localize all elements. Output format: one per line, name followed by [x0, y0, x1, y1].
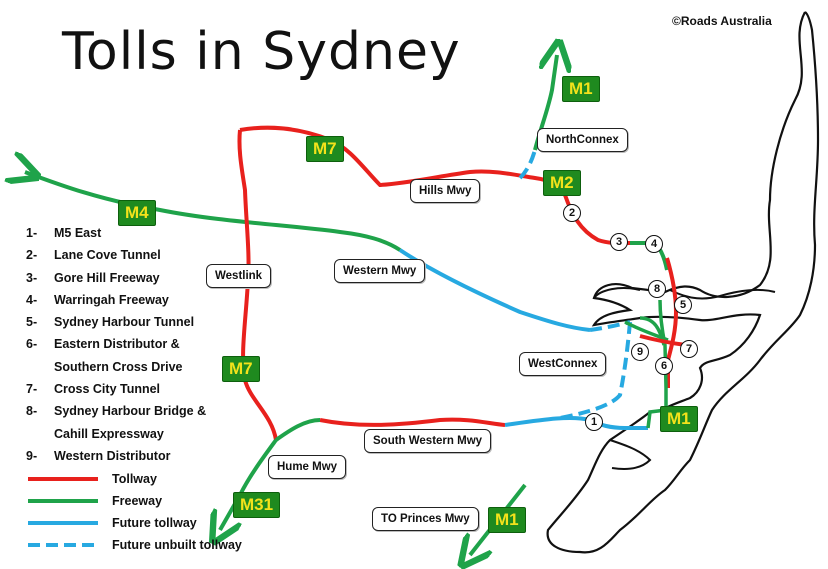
node-9: 9	[631, 343, 649, 361]
shield-m2: M2	[543, 170, 581, 196]
legend-item: Cahill Expressway	[54, 426, 164, 441]
m1-north-freeway-line	[533, 55, 557, 151]
legend-item: 6-Eastern Distributor &	[26, 337, 180, 352]
shield-m7-top: M7	[306, 136, 344, 162]
credit-text: ©Roads Australia	[672, 14, 772, 28]
node-3: 3	[610, 233, 628, 251]
south-western-mwy-freeway-line	[274, 418, 321, 442]
label-westlink: Westlink	[206, 264, 272, 288]
node-2: 2	[563, 204, 581, 222]
south-western-mwy-tollway-line	[319, 417, 506, 427]
shield-m1-east: M1	[660, 406, 698, 432]
label-northconnex: NorthConnex	[537, 128, 628, 152]
northconnex-future-line	[518, 149, 537, 180]
m4-freeway-line	[25, 172, 402, 252]
node-7: 7	[680, 340, 698, 358]
legend-freeway: Freeway	[28, 490, 242, 512]
legend-future-tollway: Future tollway	[28, 512, 242, 534]
label-hume-mwy: Hume Mwy	[268, 455, 347, 479]
legend-item: 2-Lane Cove Tunnel	[26, 248, 161, 263]
legend-future-unbuilt-tollway: Future unbuilt tollway	[28, 534, 242, 556]
legend-item: 7-Cross City Tunnel	[26, 382, 161, 397]
shield-m4: M4	[118, 200, 156, 226]
shield-m31: M31	[233, 492, 281, 518]
node-1: 1	[585, 413, 603, 431]
legend-item: 5-Sydney Harbour Tunnel	[26, 315, 195, 330]
label-to-princes-mwy: TO Princes Mwy	[372, 507, 479, 531]
label-hills-mwy: Hills Mwy	[410, 179, 481, 203]
node-5: 5	[674, 296, 692, 314]
label-western-mwy: Western Mwy	[334, 259, 426, 283]
harbour-crossing-tollway-line	[665, 257, 679, 388]
legend-item: Southern Cross Drive	[54, 359, 183, 374]
legend-item: 1-M5 East	[26, 226, 102, 240]
node-4: 4	[645, 235, 663, 253]
legend-item: 4-Warringah Freeway	[26, 292, 169, 307]
shield-m1-south: M1	[488, 507, 526, 533]
legend-item: 3-Gore Hill Freeway	[26, 270, 160, 285]
shield-m7-west: M7	[222, 356, 260, 382]
western-mwy-future-line	[398, 248, 591, 332]
node-6: 6	[655, 357, 673, 375]
toll-legend-list: 1-M5 East 2-Lane Cove Tunnel 3-Gore Hill…	[26, 222, 206, 467]
line-type-legend: Tollway Freeway Future tollway Future un…	[28, 468, 242, 556]
node-8: 8	[648, 280, 666, 298]
legend-item: 9-Western Distributor	[26, 448, 171, 463]
botany-bay	[609, 439, 652, 470]
m5-east-future-line	[504, 415, 648, 430]
legend-tollway: Tollway	[28, 468, 242, 490]
label-westconnex: WestConnex	[519, 352, 607, 376]
legend-item: 8-Sydney Harbour Bridge &	[26, 404, 207, 419]
shield-m1-north: M1	[562, 76, 600, 102]
coastline	[546, 11, 820, 554]
label-south-western-mwy: South Western Mwy	[364, 429, 492, 453]
page-title: Tolls in Sydney	[62, 22, 461, 82]
